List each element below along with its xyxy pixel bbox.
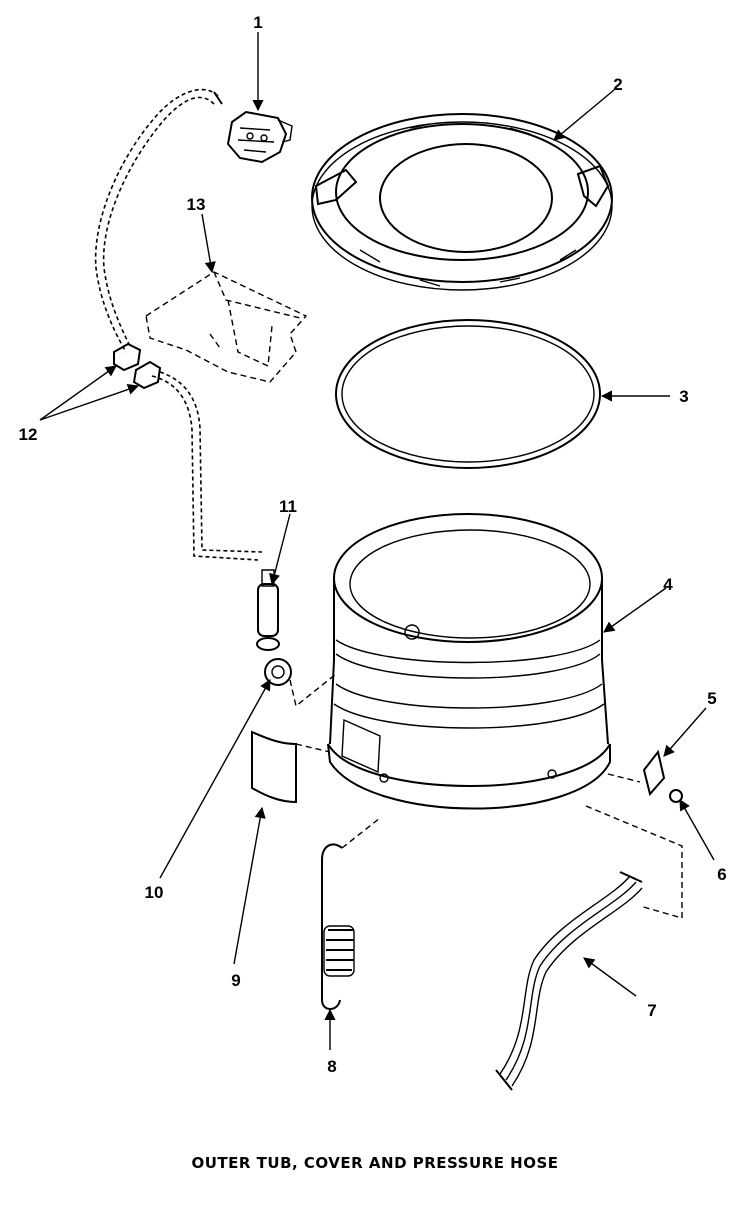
diagram-title: OUTER TUB, COVER AND PRESSURE HOSE bbox=[191, 1154, 559, 1172]
callout-12: 12 bbox=[19, 425, 38, 444]
grommet-leader bbox=[289, 673, 337, 708]
callout-1: 1 bbox=[253, 13, 262, 32]
callout-6: 6 bbox=[717, 865, 726, 884]
rod-leader bbox=[585, 805, 683, 919]
callout-9: 9 bbox=[231, 971, 240, 990]
mounting-bracket bbox=[145, 271, 308, 383]
tub-gasket bbox=[335, 319, 601, 469]
callout-arrows bbox=[39, 32, 715, 1050]
callout-2: 2 bbox=[613, 75, 622, 94]
callout-10: 10 bbox=[145, 883, 164, 902]
pressure-hose bbox=[94, 88, 263, 561]
hose-fitting bbox=[256, 569, 280, 651]
callout-11: 11 bbox=[279, 497, 297, 516]
callout-13: 13 bbox=[187, 195, 206, 214]
suspension-spring bbox=[321, 843, 355, 1010]
bracket-leader bbox=[607, 773, 641, 783]
support-rod bbox=[495, 871, 643, 1091]
grommet bbox=[264, 658, 292, 686]
pad-leader bbox=[295, 743, 331, 753]
callout-3: 3 bbox=[679, 387, 688, 406]
callout-8: 8 bbox=[327, 1057, 336, 1076]
spring-leader bbox=[341, 817, 381, 849]
callout-7: 7 bbox=[647, 1001, 656, 1020]
spring-bracket bbox=[642, 749, 683, 803]
pressure-switch bbox=[226, 110, 293, 164]
hose-clamps bbox=[113, 342, 162, 390]
tub-cover bbox=[311, 113, 613, 291]
callout-4: 4 bbox=[663, 575, 673, 594]
outer-tub bbox=[327, 513, 611, 810]
tub-pad bbox=[251, 730, 297, 804]
callout-5: 5 bbox=[707, 689, 716, 708]
